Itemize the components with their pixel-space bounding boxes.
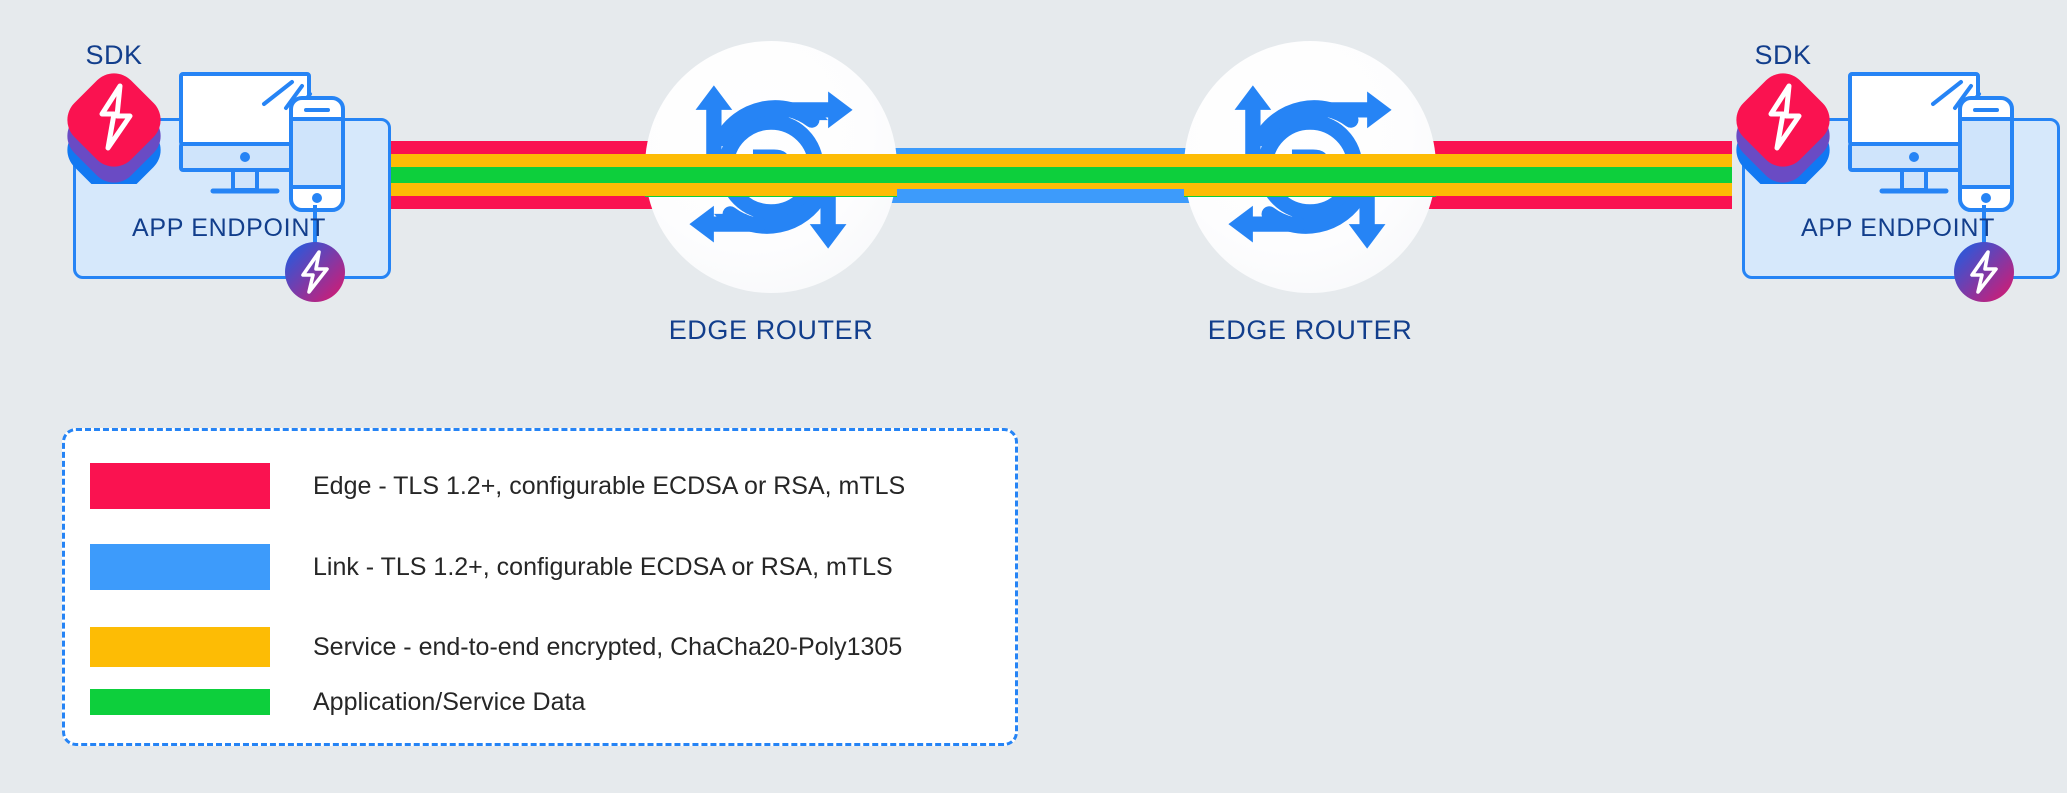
legend-label-service: Service - end-to-end encrypted, ChaCha20… — [313, 632, 903, 661]
legend-label-link: Link - TLS 1.2+, configurable ECDSA or R… — [313, 552, 893, 581]
legend-item: Edge - TLS 1.2+, configurable ECDSA or R… — [90, 463, 990, 509]
endpoint-right-label: APP ENDPOINT — [1800, 214, 1996, 242]
stripe-edge-red-top — [1400, 141, 1732, 154]
router-right-stripe-overlay-orange-top — [1184, 154, 1436, 167]
router-left-label: EDGE ROUTER — [668, 315, 874, 345]
legend-swatch-edge — [90, 463, 270, 509]
legend-swatch-data — [90, 689, 270, 715]
phone-icon-right — [1958, 96, 2014, 212]
ziti-badge-icon-right[interactable] — [1952, 240, 2016, 304]
stripe-edge-red-bottom — [343, 196, 673, 209]
legend-item: Application/Service Data — [90, 687, 990, 716]
sdk-label-right: SDK — [1754, 40, 1812, 70]
phone-icon-left — [289, 96, 345, 212]
stripe-service-orange-bottom — [1400, 183, 1732, 196]
endpoint-right-badge-connector — [1982, 205, 1986, 255]
stripe-service-orange-top — [860, 154, 1220, 167]
router-left-stripe-overlay-orange-top — [645, 154, 897, 167]
router-left-stripe-overlay-orange-bottom — [645, 183, 897, 196]
stripe-service-orange-top — [343, 154, 673, 167]
legend-item: Link - TLS 1.2+, configurable ECDSA or R… — [90, 544, 990, 590]
endpoint-left-label: APP ENDPOINT — [131, 214, 327, 242]
endpoint-left-badge-connector — [313, 205, 317, 255]
sdk-stack-icon-right — [1736, 73, 1830, 184]
sdk-label-left: SDK — [85, 40, 143, 70]
sdk-stack-icon-left — [67, 73, 161, 184]
monitor-icon-left — [179, 72, 311, 194]
legend-label-data: Application/Service Data — [313, 687, 586, 716]
stripe-service-orange-top — [1400, 154, 1732, 167]
legend-swatch-link — [90, 544, 270, 590]
stripe-edge-red-bottom — [1400, 196, 1732, 209]
ziti-badge-icon-left[interactable] — [283, 240, 347, 304]
legend-item: Service - end-to-end encrypted, ChaCha20… — [90, 627, 990, 667]
router-right-label: EDGE ROUTER — [1207, 315, 1413, 345]
legend-panel: Edge - TLS 1.2+, configurable ECDSA or R… — [62, 428, 1018, 746]
legend-label-edge: Edge - TLS 1.2+, configurable ECDSA or R… — [313, 471, 906, 500]
stripe-link-blue-bottom — [860, 189, 1220, 203]
stripe-edge-red-top — [343, 141, 673, 154]
legend-swatch-service — [90, 627, 270, 667]
stripe-service-orange-bottom — [343, 183, 673, 196]
router-right-stripe-overlay-orange-bottom — [1184, 183, 1436, 196]
